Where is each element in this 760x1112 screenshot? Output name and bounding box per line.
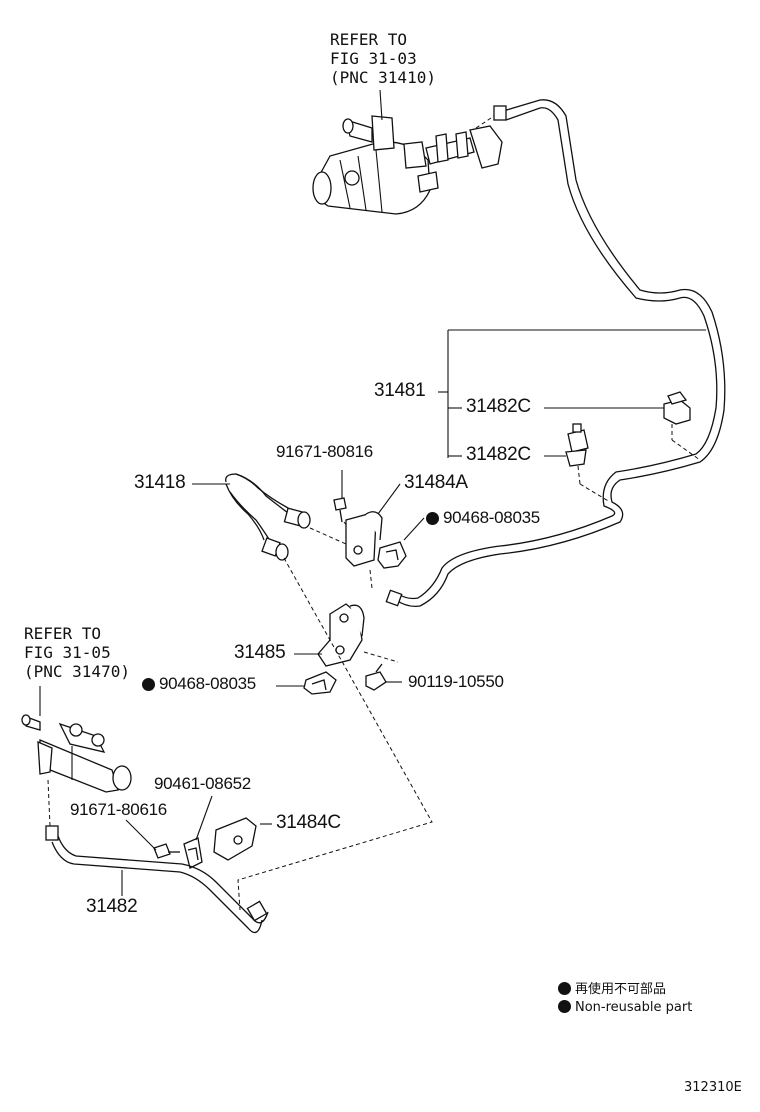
ref-left-line1: REFER TO bbox=[24, 624, 102, 643]
non-reusable-dot-icon bbox=[426, 512, 439, 525]
ref-top-line1: REFER TO bbox=[330, 30, 408, 49]
clutch-master-cylinder bbox=[312, 111, 503, 215]
bracket-31484c bbox=[213, 817, 257, 861]
clip-90468-08035-lower bbox=[303, 671, 337, 695]
legend-en: Non-reusable part bbox=[558, 1000, 692, 1015]
label-91671-80816: 91671-80816 bbox=[276, 442, 373, 461]
non-reusable-dot-icon bbox=[142, 678, 155, 691]
legend-en-text: Non-reusable part bbox=[575, 1000, 693, 1015]
label-90468-08035-upper: 90468-08035 bbox=[426, 508, 540, 528]
ref-top-line3: (PNC 31410) bbox=[330, 68, 436, 87]
legend-jp: 再使用不可部品 bbox=[558, 978, 666, 997]
figure-code: 312310E bbox=[684, 1080, 742, 1095]
leader-lines bbox=[39, 89, 706, 896]
bolt-91671-80616 bbox=[153, 843, 180, 859]
clip-31482c-upper bbox=[663, 391, 701, 461]
label-90461-08652: 90461-08652 bbox=[154, 774, 251, 793]
label-90468-08035-upper-text: 90468-08035 bbox=[443, 508, 540, 527]
clip-31482c-lower bbox=[565, 423, 611, 503]
ref-left-line2: FIG 31-05 bbox=[24, 643, 111, 662]
label-31484c: 31484C bbox=[276, 812, 341, 833]
ref-top: REFER TO FIG 31-03 (PNC 31410) bbox=[330, 30, 436, 87]
bolt-90119-10550 bbox=[363, 651, 399, 691]
bracket-31484a bbox=[309, 511, 383, 567]
pipe-31482 bbox=[45, 825, 269, 934]
label-31485: 31485 bbox=[234, 642, 286, 663]
pipe-31481 bbox=[385, 99, 726, 608]
ref-top-line2: FIG 31-03 bbox=[330, 49, 417, 68]
clutch-release-cylinder bbox=[21, 714, 132, 793]
label-90468-08035-lower-text: 90468-08035 bbox=[159, 674, 256, 693]
label-90119-10550: 90119-10550 bbox=[408, 672, 504, 691]
clip-90461-08652 bbox=[183, 837, 203, 869]
ref-left: REFER TO FIG 31-05 (PNC 31470) bbox=[24, 624, 130, 681]
label-31418: 31418 bbox=[134, 472, 186, 493]
bracket-31485 bbox=[317, 603, 365, 667]
label-90468-08035-lower: 90468-08035 bbox=[142, 674, 256, 694]
label-91671-80616: 91671-80616 bbox=[70, 800, 167, 819]
label-31481: 31481 bbox=[374, 380, 426, 401]
legend-dot-icon bbox=[558, 982, 571, 995]
label-31482c-upper: 31482C bbox=[466, 396, 531, 417]
bolt-91671-80816 bbox=[333, 497, 351, 531]
hose-31418 bbox=[225, 473, 311, 561]
clip-90468-08035-upper bbox=[369, 541, 407, 589]
dashed-connectors bbox=[47, 557, 433, 911]
ref-left-line3: (PNC 31470) bbox=[24, 662, 130, 681]
legend-dot-icon bbox=[558, 1000, 571, 1013]
label-31482c-lower: 31482C bbox=[466, 444, 531, 465]
legend-jp-text: 再使用不可部品 bbox=[575, 982, 667, 997]
label-31484a: 31484A bbox=[404, 472, 468, 493]
label-31482: 31482 bbox=[86, 896, 138, 917]
